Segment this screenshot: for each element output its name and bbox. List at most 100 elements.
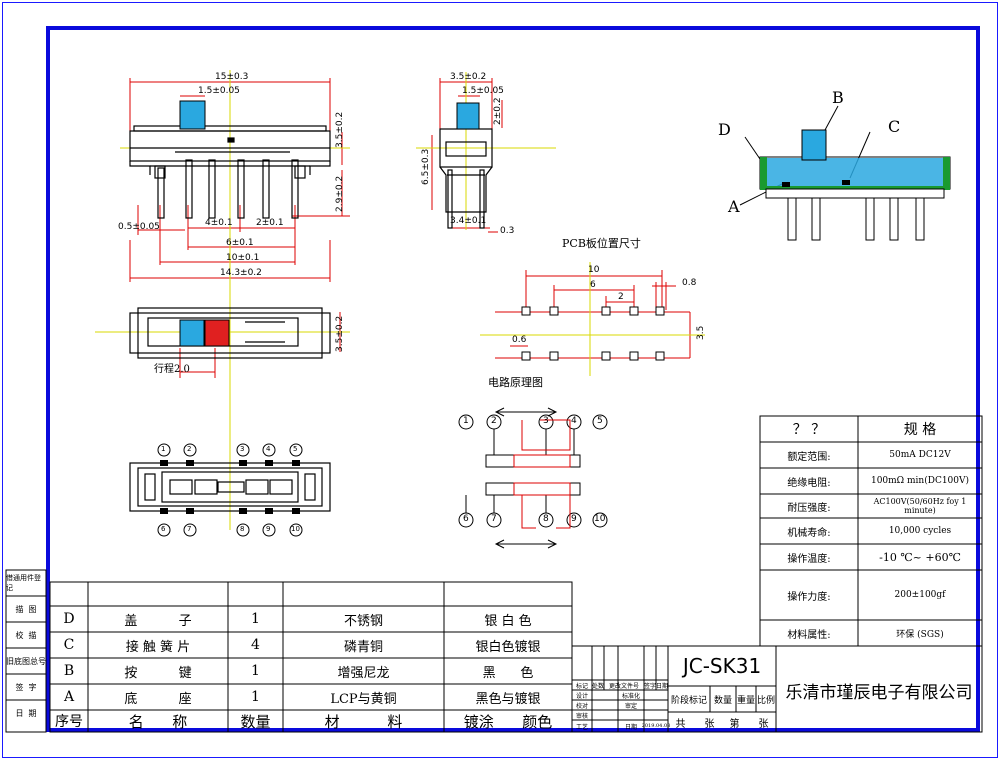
spec-value: 100mΩ min(DC100V) (870, 476, 970, 486)
bom-id: C (63, 637, 75, 653)
mini-date: 日期 (656, 682, 669, 690)
spec-key: 材料属性: (787, 629, 831, 641)
mini-standard: 标准化 (621, 692, 640, 700)
dim-knob-width: 1.5±0.05 (198, 86, 240, 96)
spec-key: 操作力度: (787, 591, 831, 603)
bom-header-finish: 镀涂 颜色 (463, 712, 553, 731)
mini-approve: 审定 (624, 702, 637, 710)
bom-name: 按 键 (124, 665, 192, 681)
bottom-pin-9: 9 (266, 525, 271, 533)
side-dim-knob: 1.5±0.05 (462, 86, 504, 96)
strip-old-number: 旧底图总号 (6, 656, 46, 666)
dim-pitch-4: 4±0.1 (205, 218, 233, 228)
circuit-pin-5: 5 (597, 416, 603, 426)
drawing-frame (46, 26, 980, 732)
spec-value: 10,000 cycles (888, 526, 952, 536)
bom-qty: 1 (251, 689, 260, 705)
spec-key: 耐压强度: (787, 502, 831, 514)
spec-value: AC100V(50/60Hz foy 1 minute) (873, 496, 967, 515)
mini-review: 审核 (575, 712, 588, 720)
total-sheets-label: 共 张 (675, 718, 715, 730)
company-name: 乐清市瑾辰电子有限公司 (785, 682, 973, 703)
pcb-dim-0-8: 0.8 (682, 278, 697, 288)
side-dim-knob-height: 2±0.2 (493, 97, 503, 125)
spec-value: 200±100gf (894, 590, 946, 600)
circuit-pin-6: 6 (463, 514, 469, 524)
bom-id: D (63, 611, 75, 627)
travel-label: 行程2.0 (154, 364, 190, 375)
bom-qty: 1 (251, 611, 260, 627)
spec-header-key: ？ ？ (792, 422, 826, 438)
strip-check: 校 描 (15, 630, 37, 640)
dim-body-height: 3.5±0.2 (335, 111, 345, 148)
spec-header-value: 规 格 (903, 422, 937, 438)
side-dim-pins: 3.4±0.1 (450, 216, 487, 226)
strip-trace: 描 图 (15, 604, 37, 614)
pcb-title: PCB板位置尺寸 (562, 237, 641, 250)
dim-pin-width: 0.5±0.05 (118, 222, 160, 232)
mini-check: 校对 (575, 702, 588, 710)
sheet-label: 第 张 (729, 718, 769, 730)
spec-key: 操作温度: (787, 553, 831, 565)
circuit-pin-3: 3 (543, 416, 549, 426)
side-dim-top: 3.5±0.2 (450, 72, 487, 82)
front-dim-height: 3.5±0.2 (335, 315, 345, 352)
bottom-pin-7: 7 (187, 525, 192, 533)
bottom-pin-8: 8 (240, 525, 245, 533)
bom-finish: 银白色镀银 (475, 639, 541, 655)
bottom-pin-4: 4 (266, 445, 271, 453)
bom-id: B (63, 663, 75, 679)
mini-date2: 日期 (624, 723, 637, 731)
spec-key: 额定范围: (787, 451, 831, 463)
bom-qty: 1 (251, 663, 260, 679)
pcb-dim-6: 6 (590, 280, 596, 290)
strip-general-reg: 借通用件登记 (6, 574, 41, 592)
bom-name: 接 触 簧 片 (125, 639, 191, 655)
bottom-pin-2: 2 (187, 445, 192, 453)
dim-pitch-2: 2±0.1 (256, 218, 284, 228)
bom-material: 磷青铜 (343, 639, 383, 655)
bom-finish: 黑色与镀银 (475, 691, 541, 707)
qty-label: 数量 (713, 695, 732, 706)
bom-header-qty: 数量 (240, 712, 271, 731)
bom-id: A (63, 689, 75, 705)
spec-key: 绝缘电阻: (787, 477, 831, 489)
circuit-pin-2: 2 (491, 416, 497, 426)
label-c: C (888, 117, 901, 136)
mini-sign: 签字 (644, 682, 657, 690)
spec-key: 机械寿命: (787, 527, 831, 539)
bottom-pin-1: 1 (161, 445, 166, 453)
circuit-pin-7: 7 (491, 514, 497, 524)
side-dim-height: 6.5±0.3 (421, 148, 431, 185)
pcb-dim-0-6: 0.6 (512, 335, 527, 345)
bom-header-name: 名 称 (128, 712, 188, 731)
bom-material: 增强尼龙 (337, 665, 390, 681)
knob-top-view (179, 100, 206, 130)
bom-header-id: 序号 (55, 714, 83, 730)
bom-material: 不锈钢 (343, 613, 383, 629)
bottom-pin-3: 3 (240, 445, 245, 453)
bom-material: LCP与黄铜 (330, 691, 397, 707)
bom-finish: 银 白 色 (484, 613, 532, 629)
circuit-title: 电路原理图 (488, 376, 543, 389)
mini-change-doc: 更改文件号 (608, 682, 639, 690)
dim-total: 14.3±0.2 (220, 268, 262, 278)
mini-count: 处数 (592, 682, 605, 690)
label-a: A (728, 197, 740, 216)
mini-process: 工艺 (575, 723, 588, 731)
scale-label: 比例 (756, 695, 775, 706)
mini-design: 设计 (575, 692, 588, 700)
side-dim-thickness: 0.3 (500, 226, 515, 236)
label-d: D (718, 120, 731, 139)
circuit-pin-1: 1 (463, 416, 469, 426)
pcb-dim-10: 10 (588, 265, 600, 275)
part-number: JC-SK31 (682, 654, 762, 678)
spec-value: -10 ℃~ +60℃ (879, 550, 961, 564)
mini-mark: 标记 (575, 682, 588, 690)
pcb-dim-2: 2 (618, 292, 624, 302)
circuit-pin-9: 9 (571, 514, 577, 524)
date-value: 2019.04.08 (641, 723, 671, 729)
dim-pitch-6: 6±0.1 (226, 238, 254, 248)
